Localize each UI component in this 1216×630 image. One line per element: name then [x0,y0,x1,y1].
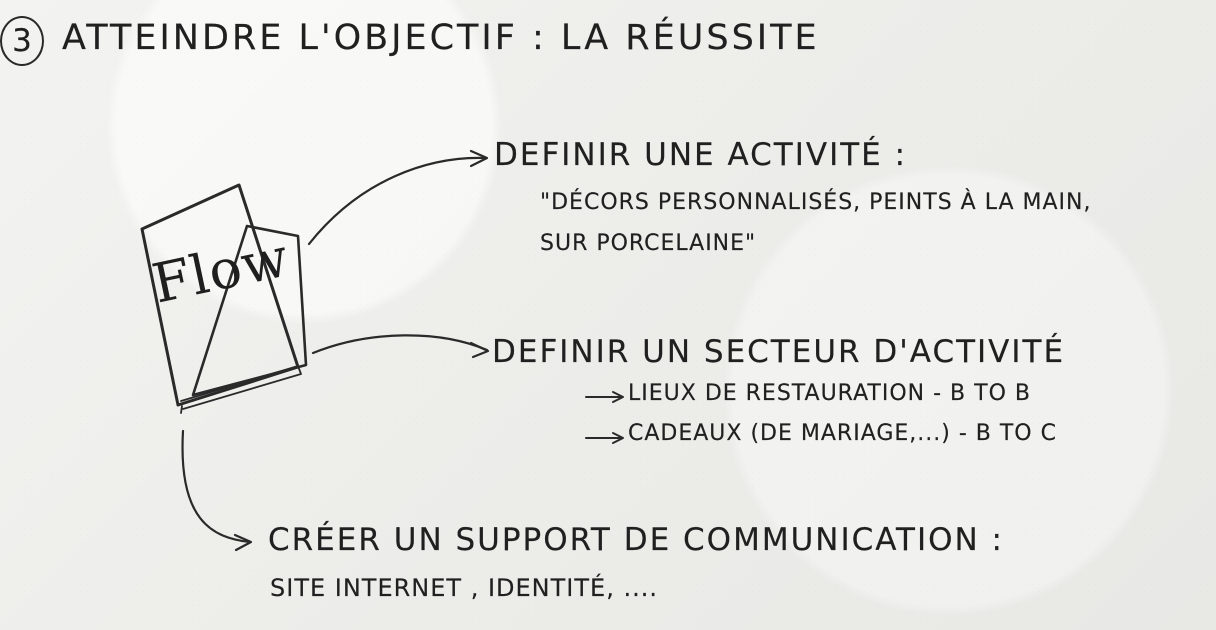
step-two-detail-b2b: LIEUX DE RESTAURATION - B TO B [628,381,1031,406]
booklet-inner-pages [180,365,302,410]
step-two-heading: DEFINIR UN SECTEUR D'ACTIVITÉ [492,334,1066,370]
arrow-to-step-three [181,429,252,544]
arrow-to-step-one [307,156,488,246]
step-three-heading: CRÉER UN SUPPORT DE COMMUNICATION : [268,522,1005,558]
arrow-head-step-two [469,341,490,359]
step-number-badge: 3 [0,16,44,66]
arrow-head-step-three [233,533,253,552]
sub-arrow-b2c-head [612,432,624,444]
arrow-to-step-two [311,334,489,355]
sub-arrow-b2b-head [612,391,624,403]
page-title: ATTEINDRE L'OBJECTIF : LA RÉUSSITE [62,18,820,58]
step-one-heading: DEFINIR UNE ACTIVITÉ : [494,137,908,173]
step-two-detail-b2c: CADEAUX (DE MARIAGE,...) - B TO C [628,421,1057,446]
arrow-head-step-one [469,149,489,168]
booklet-spine-line [180,405,183,414]
step-one-detail-line-2: SUR PORCELAINE" [540,231,757,256]
booklet-sketch [140,183,308,414]
step-three-detail: SITE INTERNET , IDENTITÉ, .... [270,574,658,602]
booklet-back-page [191,224,308,397]
step-one-detail-line-1: "DÉCORS PERSONNALISÉS, PEINTS À LA MAIN, [540,190,1092,215]
